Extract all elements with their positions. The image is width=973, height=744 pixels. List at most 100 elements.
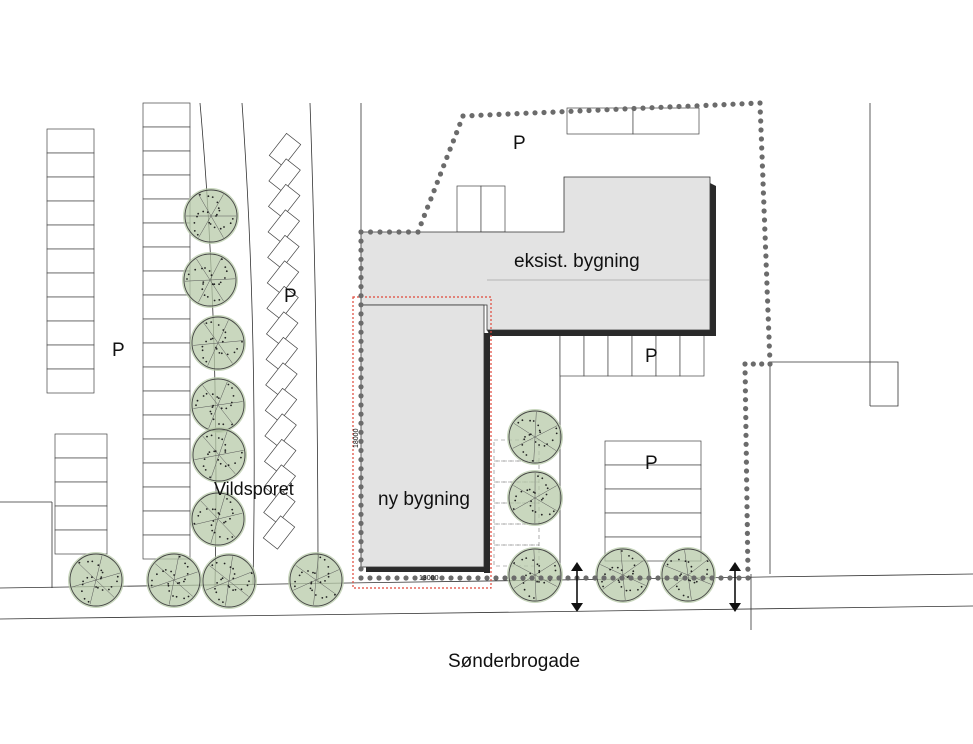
tree-leaf-dot: [208, 221, 211, 224]
tree-leaf-dot: [224, 266, 227, 268]
tree-leaf-dot: [108, 588, 110, 591]
tree-leaf-dot: [532, 420, 535, 422]
boundary-dot: [676, 103, 682, 110]
tree-branch: [217, 342, 233, 364]
tree-leaf-dot: [524, 436, 526, 438]
tree-leaf-dot: [201, 345, 204, 348]
tree-leaf-dot: [551, 439, 554, 442]
tree-leaf-dot: [95, 586, 97, 588]
tree-leaf-dot: [211, 196, 214, 198]
parking-stall: [604, 464, 702, 490]
tree-leaf-dot: [207, 453, 209, 456]
boundary-dot: [412, 575, 418, 581]
boundary-dot: [628, 575, 634, 581]
boundary-dot: [631, 105, 637, 112]
tree-branch: [534, 436, 557, 451]
tree-leaf-dot: [226, 537, 229, 540]
tree-leaf-dot: [321, 597, 324, 599]
boundary-dot: [358, 293, 364, 299]
tree-leaf-dot: [521, 419, 524, 422]
tree-branch: [205, 580, 230, 591]
boundary-dot: [454, 130, 460, 136]
tree-leaf-dot: [223, 521, 225, 524]
parking-stall: [46, 344, 95, 370]
parking-stall: [480, 185, 506, 233]
tree-leaf-dot: [521, 444, 524, 446]
tree-leaf-dot: [224, 520, 227, 523]
boundary-dot: [765, 316, 771, 322]
parking-stall: [46, 248, 95, 274]
parking-stall: [142, 438, 191, 464]
tree-canopy-outline: [183, 253, 237, 307]
tree-leaf-dot: [210, 524, 213, 527]
tree-leaf-dot: [101, 571, 104, 574]
tree-leaf-dot: [91, 576, 93, 579]
tree-branch: [228, 580, 249, 597]
tree-leaf-dot: [203, 294, 206, 296]
boundary-dot: [358, 366, 364, 372]
tree-branch: [315, 569, 339, 581]
parking-stall: [142, 510, 191, 536]
tree-branch: [210, 454, 220, 479]
tree-leaf-dot: [233, 573, 236, 575]
tree-leaf-dot: [173, 574, 175, 576]
tree-leaf-dot: [604, 573, 606, 576]
tree-canopy-outline: [508, 410, 562, 464]
boundary-dot: [761, 208, 767, 214]
parking-stalls: [46, 102, 705, 567]
boundary-dot: [743, 441, 749, 447]
parking-stall: [54, 505, 108, 531]
parking-stall: [46, 152, 95, 178]
boundary-dot: [758, 118, 764, 124]
dimension-arrows: [571, 562, 741, 612]
tree-leaf-dot: [546, 487, 549, 490]
boundary-dot: [592, 575, 598, 581]
tree-leaf-dot: [214, 450, 217, 453]
tree-leaf-dot: [240, 588, 243, 591]
tree-leaf-dot: [206, 296, 209, 298]
boundary-dot: [736, 575, 742, 581]
boundary-dot: [358, 274, 364, 281]
boundary-dot: [744, 495, 750, 501]
tree-leaf-dot: [309, 587, 312, 590]
tree-leaf-dot: [228, 586, 231, 588]
tree-leaf-dot: [531, 509, 534, 512]
new-building-shadow-east: [484, 333, 490, 573]
tree-leaf-dot: [156, 573, 158, 576]
parking-stall-angled: [267, 234, 300, 270]
boundary-dot: [763, 262, 769, 268]
tree-leaf-dot: [522, 451, 525, 453]
parking-stall: [142, 486, 191, 512]
boundary-dot: [667, 104, 673, 110]
tree-leaf-dot: [323, 558, 326, 561]
tree-leaf-dot: [538, 565, 541, 567]
tree-leaf-dot: [529, 504, 532, 507]
tree-leaf-dot: [224, 277, 226, 279]
tree-leaf-dot: [209, 223, 212, 225]
tree-leaf-dot: [196, 399, 199, 402]
tree-leaf-dot: [214, 508, 217, 511]
boundary-dot: [743, 406, 749, 412]
tree-branch: [95, 579, 115, 598]
tree-leaf-dot: [184, 578, 186, 581]
tree-leaf-dot: [601, 580, 603, 583]
boundary-dot: [487, 112, 493, 118]
tree-branch: [202, 385, 219, 406]
boundary-dot: [559, 109, 565, 115]
boundary-dot: [739, 101, 745, 107]
tree-leaf-dot: [319, 556, 322, 559]
tree-branch: [513, 485, 536, 499]
tree-leaf-dot: [210, 412, 213, 415]
tree-leaf-dot: [215, 348, 218, 350]
tree-leaf-dot: [217, 459, 220, 461]
boundary-dot: [358, 438, 364, 444]
tree-leaf-dot: [183, 597, 185, 600]
boundary-dot: [694, 103, 700, 109]
tree-leaf-dot: [248, 580, 250, 583]
tree-branch: [534, 485, 557, 499]
tree-leaf-dot: [541, 477, 544, 480]
boundary-dot: [358, 265, 364, 271]
boundary-dot: [760, 172, 766, 178]
boundary-dot: [441, 163, 447, 169]
tree-leaf-dot: [552, 510, 555, 513]
